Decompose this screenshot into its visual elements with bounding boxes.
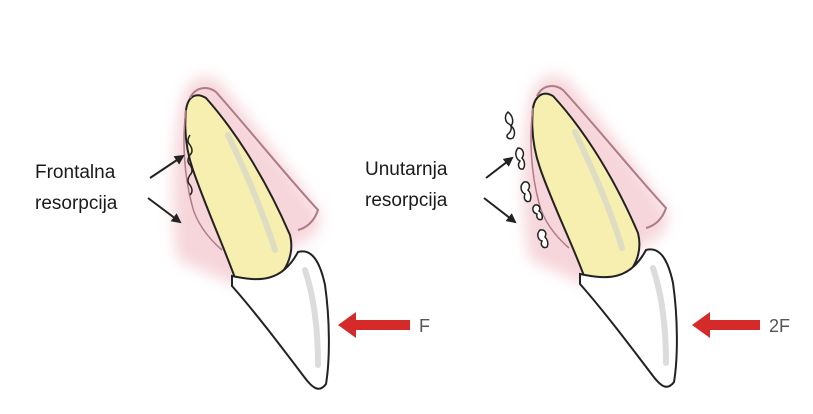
force-arrow-right xyxy=(692,312,760,338)
right-force-label: 2F xyxy=(769,316,790,336)
force-arrow-left xyxy=(338,312,410,338)
tooth-right xyxy=(484,75,760,387)
pointer-arrow-right-lower xyxy=(484,198,515,222)
left-label-line2: resorpcija xyxy=(35,193,118,214)
tooth-left xyxy=(148,77,410,389)
right-label-line2: resorpcija xyxy=(365,190,448,211)
left-label-line1: Frontalna xyxy=(35,162,116,183)
pointer-arrow-right-upper xyxy=(486,158,512,178)
right-label-line1: Unutarnja xyxy=(365,159,448,180)
left-force-label: F xyxy=(419,316,430,336)
